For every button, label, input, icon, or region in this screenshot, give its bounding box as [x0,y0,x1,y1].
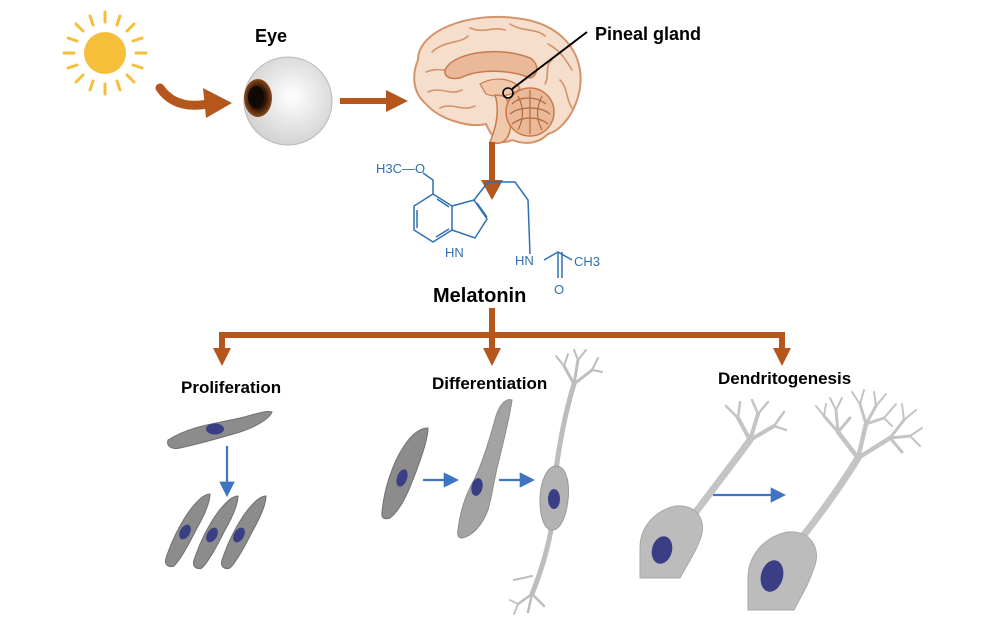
pineal-gland-marker [502,87,514,99]
branch-connectors [219,308,785,352]
differentiation-neuron [509,349,603,615]
dendritogenesis-label: Dendritogenesis [718,369,851,388]
pineal-gland-pointer [511,31,588,90]
proliferation-label: Proliferation [181,378,281,397]
dendritogenesis-neuron-after [796,389,923,544]
differentiation-label: Differentiation [432,374,547,393]
eye-to-brain-arrowhead [386,90,408,112]
pineal-gland-label: Pineal gland [595,24,701,44]
differentiation-arrowhead [483,348,501,366]
proliferation-parent-cell [167,411,273,449]
ring-nh: HN [445,245,464,260]
carbonyl-oxygen: O [554,282,564,297]
differentiation-neuron-nucleus [548,489,560,509]
dendritogenesis-neuron-before-nucleus [651,536,673,564]
brain-icon [413,15,588,144]
differentiation-stage-1-cell [381,427,429,520]
proliferation-arrowhead [213,348,231,366]
eye-label: Eye [255,26,287,46]
sun-icon [62,10,148,96]
methyl-group: CH3 [574,254,600,269]
eye-icon [243,56,333,146]
light-to-eye-arrowhead [203,88,232,118]
proliferation-daughter-cells [165,493,267,569]
dendritogenesis-neuron-before [686,398,788,524]
light-to-eye-arrow [155,83,213,110]
dendritogenesis-neuron-after-nucleus [760,560,784,592]
amine-nh: HN [515,253,534,268]
brain-to-melatonin-arrowhead [481,180,503,200]
methoxy-group: H3C—O [376,161,425,176]
melatonin-label: Melatonin [433,285,526,307]
differentiation-stage-2-cell [457,399,513,539]
dendritogenesis-arrowhead [773,348,791,366]
melatonin-structure [413,172,573,278]
